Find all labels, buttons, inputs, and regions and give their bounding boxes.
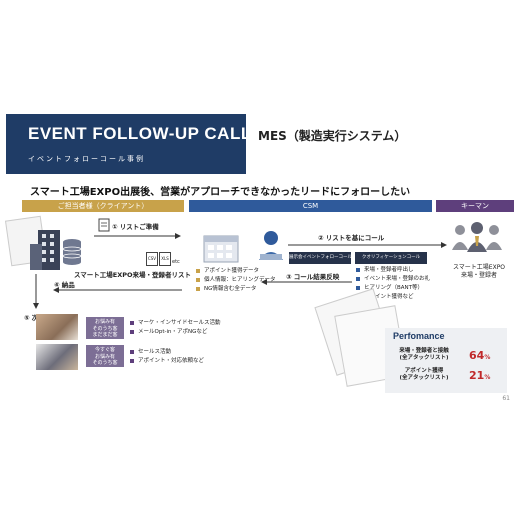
client-list-label: スマート工場EXPO来場・登録者リスト [74, 271, 192, 279]
list-item: アポイント獲得データ [196, 267, 276, 276]
list-item: 個人情報：ヒアリングデータ [196, 276, 276, 285]
list-item: マーケ・インサイドセールス活動 [130, 319, 221, 328]
performance-row-2-value: 21% [469, 369, 490, 382]
list-item: メールOpt-in・アポNGなど [130, 328, 221, 337]
bullet-square-icon [130, 320, 134, 325]
keyman-band: キーマン [436, 200, 514, 212]
list-item-label: アポイント獲得など [364, 294, 414, 300]
next-box-2-label: 今すぐ客 お悩み有 そのうち客 [86, 345, 124, 367]
page-number: 61 [502, 395, 510, 402]
bullet-square-icon [356, 276, 360, 281]
result-items-list: アポイント獲得データ 個人情報：ヒアリングデータ NG情報含む全データ [196, 267, 276, 294]
people-group-icon [452, 222, 502, 252]
performance-row-2-number: 21 [469, 369, 485, 382]
performance-row-2-unit: % [484, 374, 491, 381]
step4-label: ④ 納品 [54, 281, 75, 289]
bullet-square-icon [196, 286, 200, 291]
list-item-label: 来場・登録者呼出し [364, 267, 414, 273]
list-item-label: セールス活動 [138, 349, 172, 355]
list-item: 来場・登録者呼出し [356, 266, 430, 275]
calendar-list-icon [203, 235, 239, 263]
csv-label: CSV [147, 256, 157, 261]
next-box-1-items: マーケ・インサイドセールス活動 メールOpt-in・アポNGなど [130, 319, 221, 337]
flow-arrows [33, 233, 447, 309]
csv-file-icon: CSV [146, 252, 158, 266]
performance-row-1-number: 64 [469, 349, 485, 362]
bullet-square-icon [130, 349, 134, 354]
bullet-square-icon [356, 285, 360, 290]
keyman-label: スマート工場EXPO 来場・登録者 [452, 264, 506, 279]
bullet-square-icon [130, 358, 134, 363]
next-box-2-items: セールス活動 アポイント・対応依頼など [130, 348, 204, 366]
list-item-label: イベント来場・登録のお礼 [364, 276, 431, 282]
list-item-label: アポイント獲得データ [204, 268, 260, 274]
list-item: ヒアリング（BANT等） [356, 284, 430, 293]
list-item: NG情報含む全データ [196, 285, 276, 294]
step1-label: ① リストご準備 [112, 223, 159, 231]
step2-label: ② リストを基にコール [318, 234, 385, 242]
slide-subtitle: イベントフォローコール事例 [28, 155, 145, 163]
qualification-call-label: クオリフィケーションコール [355, 252, 427, 264]
step3-label: ③ コール結果反映 [286, 273, 340, 281]
list-item-label: メールOpt-in・アポNGなど [138, 329, 208, 335]
tagline: スマート工場EXPO出展後、営業がアプローチできなかったリードにフォローしたい [30, 187, 411, 198]
slide-title: EVENT FOLLOW-UP CALL [28, 124, 252, 143]
title-banner: EVENT FOLLOW-UP CALL イベントフォローコール事例 [6, 114, 251, 174]
next-box-1-label: お悩み有 そのうち客 まだまだ客 [86, 317, 124, 339]
operator-icon [259, 231, 283, 260]
list-item-label: 個人情報：ヒアリングデータ [204, 277, 276, 283]
list-item: セールス活動 [130, 348, 204, 357]
etc-label: etc [172, 259, 180, 265]
xls-label: XLS [161, 256, 169, 261]
list-item: イベント来場・登録のお礼 [356, 275, 430, 284]
xls-file-icon: XLS [159, 252, 171, 266]
list-item-label: ヒアリング（BANT等） [364, 285, 424, 291]
bullet-square-icon [196, 268, 200, 273]
list-item-label: アポイント・対応依頼など [138, 358, 205, 364]
performance-row-1-unit: % [484, 354, 491, 361]
performance-title: Perfomance [393, 331, 445, 341]
performance-panel: Perfomance 来場・登録者と接触 (全アタックリスト) 64% アポイン… [385, 328, 507, 393]
presentation-photo [36, 344, 78, 370]
performance-row-1-label: 来場・登録者と接触 (全アタックリスト) [399, 348, 449, 361]
bullet-square-icon [356, 267, 360, 272]
performance-row-2-label: アポイント獲得 (全アタックリスト) [399, 368, 449, 381]
performance-row-1-value: 64% [469, 349, 490, 362]
list-item-label: マーケ・インサイドセールス活動 [138, 320, 221, 326]
building-icon [30, 230, 82, 270]
bullet-square-icon [196, 277, 200, 282]
list-item-label: NG情報含む全データ [204, 286, 257, 292]
client-band: ご担当者様（クライアント） [22, 200, 184, 212]
product-name: MES（製造実行システム） [258, 129, 407, 143]
slide: EVENT FOLLOW-UP CALL イベントフォローコール事例 MES（製… [4, 114, 514, 406]
event-call-label: 展示会イベントフォローコール [289, 252, 352, 264]
bullet-square-icon [130, 329, 134, 334]
document-icon [98, 218, 110, 232]
csm-band: CSM [189, 200, 432, 212]
list-item: アポイント・対応依頼など [130, 357, 204, 366]
meeting-photo [36, 314, 78, 340]
